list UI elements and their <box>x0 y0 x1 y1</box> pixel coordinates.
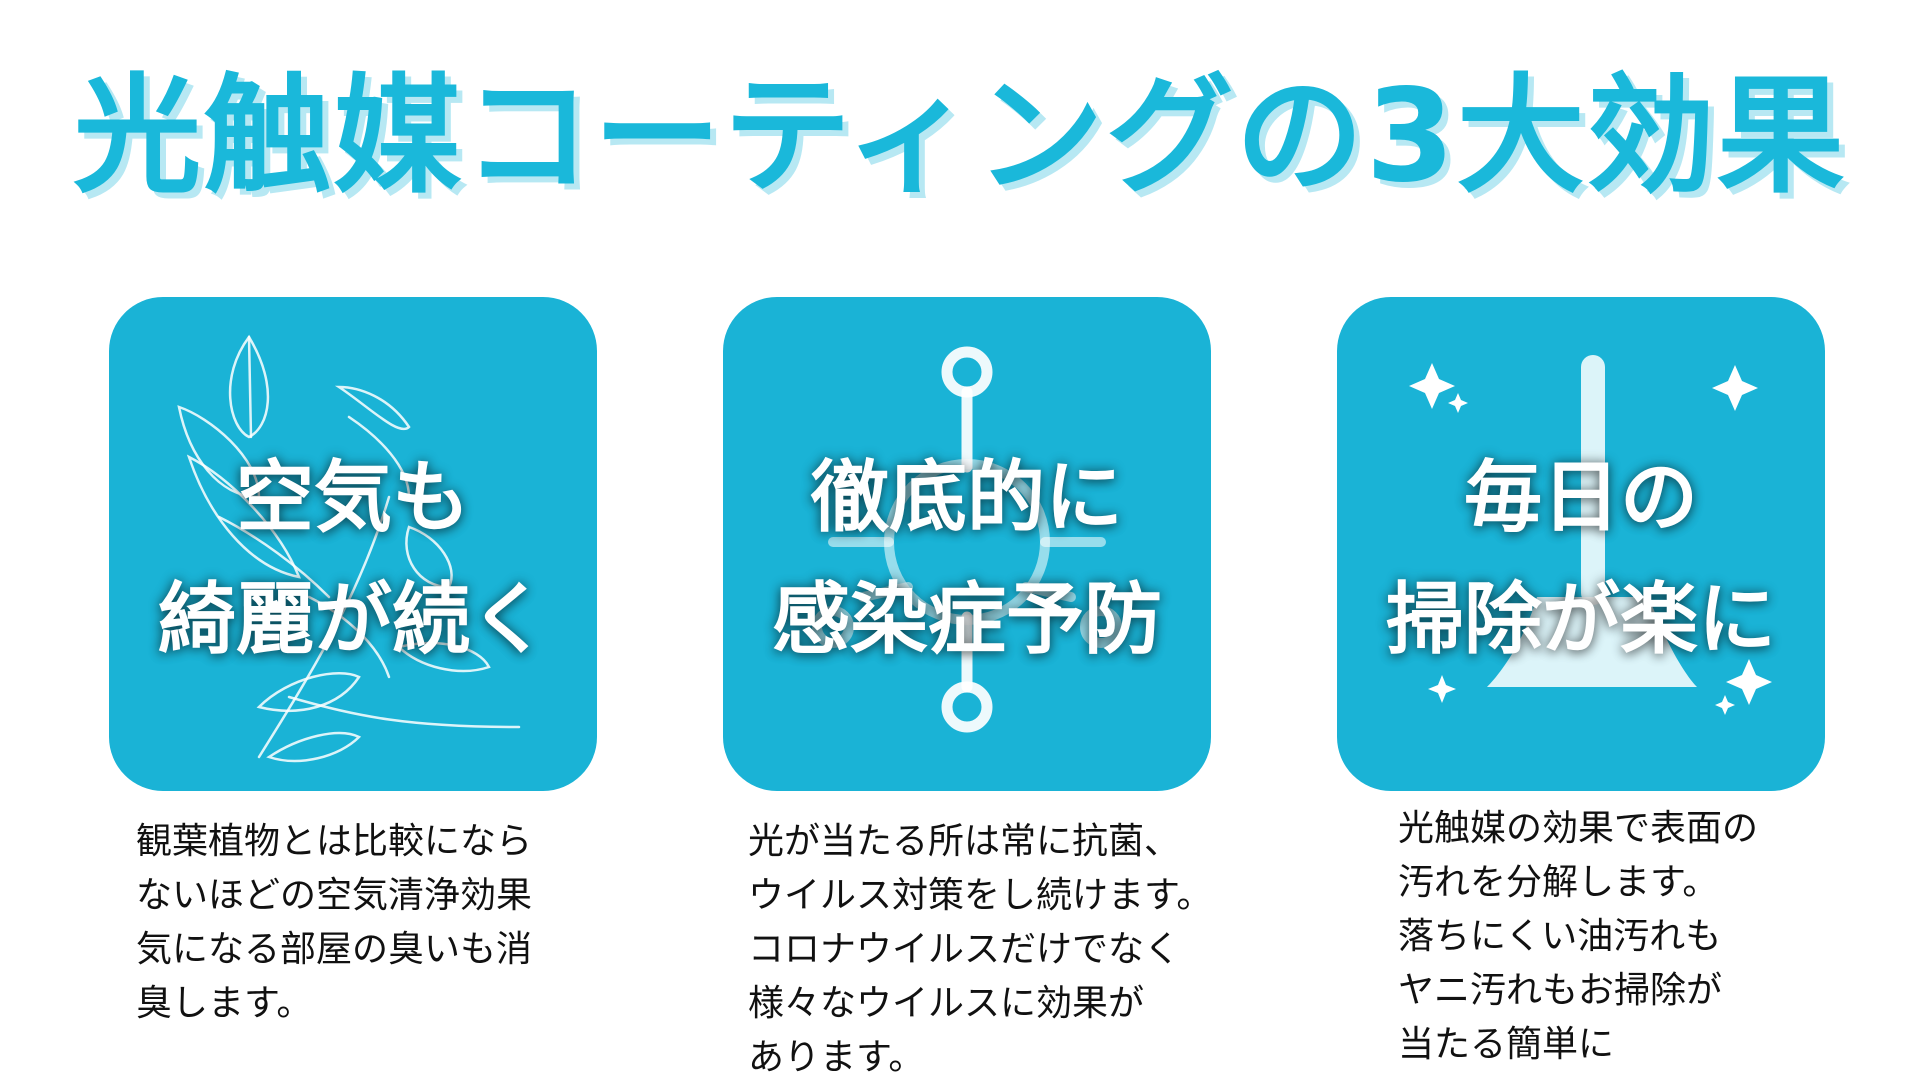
description-line: 臭します。 <box>136 983 313 1024</box>
description-line: 光触媒の効果で表面の <box>1398 808 1759 849</box>
card-title: 空気も 綺麗が続く <box>109 437 597 681</box>
description-line: 当たる簡単に <box>1398 1024 1615 1065</box>
card-title-line: 掃除が楽に <box>1385 575 1776 665</box>
card-title-line: 空気も <box>235 453 470 543</box>
card-title-line: 毎日の <box>1463 453 1698 543</box>
description-line: 落ちにくい油汚れも <box>1398 916 1722 957</box>
sparkle-icon <box>1409 363 1772 715</box>
card-description-infection: 光が当たる所は常に抗菌、 ウイルス対策をし続けます。 コロナウイルスだけでなく … <box>748 815 1212 1080</box>
description-line: 汚れを分解します。 <box>1398 862 1719 903</box>
description-line: あります。 <box>748 1037 925 1078</box>
description-line: コロナウイルスだけでなく <box>748 929 1181 970</box>
description-line: 観葉植物とは比較になら <box>136 821 533 862</box>
description-line: ないほどの空気清浄効果 <box>136 875 533 916</box>
card-cleaning: 毎日の 掃除が楽に <box>1337 297 1825 791</box>
leaf-icon <box>177 334 521 763</box>
description-line: 光が当たる所は常に抗菌、 <box>748 821 1181 862</box>
description-line: ウイルス対策をし続けます。 <box>748 875 1213 916</box>
card-description-air: 観葉植物とは比較になら ないほどの空気清浄効果 気になる部屋の臭いも消 臭します… <box>136 815 532 1031</box>
broom-sparkle-icon <box>1409 355 1772 715</box>
description-line: 気になる部屋の臭いも消 <box>136 929 533 970</box>
description-line: 様々なウイルスに効果が <box>748 983 1145 1024</box>
card-title-line: 徹底的に <box>810 453 1123 543</box>
page-title: 光触媒コーティングの3大効果 <box>73 62 1847 211</box>
description-line: ヤニ汚れもお掃除が <box>1398 970 1723 1011</box>
card-title-line: 感染症予防 <box>771 575 1162 665</box>
card-title: 徹底的に 感染症予防 <box>723 437 1211 681</box>
card-title-line: 綺麗が続く <box>157 575 548 665</box>
card-title: 毎日の 掃除が楽に <box>1337 437 1825 681</box>
card-infection: 徹底的に 感染症予防 <box>723 297 1211 791</box>
card-description-cleaning: 光触媒の効果で表面の 汚れを分解します。 落ちにくい油汚れも ヤニ汚れもお掃除が… <box>1398 802 1758 1072</box>
virus-icon <box>812 346 1122 733</box>
card-air: 空気も 綺麗が続く <box>109 297 597 791</box>
